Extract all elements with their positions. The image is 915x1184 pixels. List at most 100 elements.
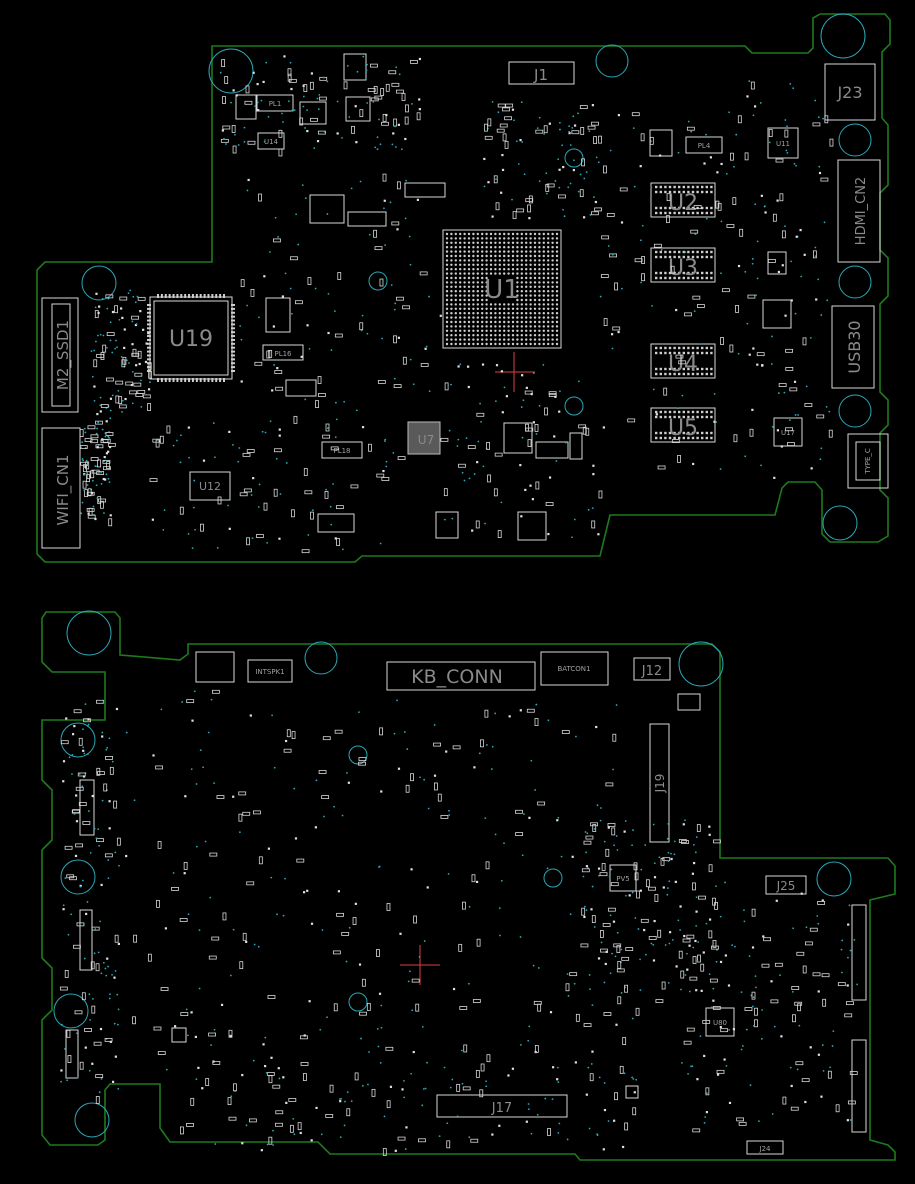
passive-part <box>100 500 104 509</box>
j17-connector[interactable]: J17 <box>436 1094 568 1118</box>
pl1-inductor[interactable]: PL1 <box>256 94 294 112</box>
bga-ball <box>489 254 493 258</box>
u1-chip[interactable]: U1 <box>442 229 562 349</box>
bga-ball <box>542 272 545 275</box>
via <box>198 929 201 932</box>
pad <box>696 351 699 355</box>
pad <box>111 310 115 314</box>
pad <box>481 363 485 366</box>
passive-part <box>238 813 243 822</box>
passive-part <box>789 387 798 392</box>
bga-ball <box>555 325 559 328</box>
usb-label: USB30 <box>845 320 864 373</box>
u19-chip[interactable]: U19 <box>147 294 235 382</box>
j23-label: J23 <box>836 83 862 102</box>
via <box>359 180 362 183</box>
j19-connector[interactable]: J19 <box>649 723 670 843</box>
u5-chip[interactable]: U5 <box>650 407 716 443</box>
batcon-connector[interactable]: BATCON1 <box>540 651 609 686</box>
via <box>571 536 573 539</box>
via <box>713 392 716 395</box>
via <box>272 1144 274 1146</box>
pad <box>678 415 681 419</box>
pad <box>306 129 309 133</box>
via <box>792 87 795 90</box>
typec-connector[interactable]: TYPE_C <box>847 433 889 489</box>
via <box>199 749 202 752</box>
pl4-inductor[interactable]: PL4 <box>685 136 723 154</box>
kb-conn-connector[interactable]: KB_CONN <box>386 661 536 691</box>
pad <box>668 255 672 259</box>
usb30-connector[interactable]: USB30 <box>831 305 875 389</box>
pl18-inductor[interactable]: PL18 <box>321 441 363 459</box>
via <box>582 875 585 878</box>
j1-connector[interactable]: J1 <box>508 61 575 85</box>
bga-ball <box>503 325 506 328</box>
via <box>361 1084 364 1087</box>
pl16-inductor[interactable]: PL16 <box>262 344 304 361</box>
bga-ball <box>533 298 537 302</box>
passive-part <box>548 391 557 396</box>
bga-ball <box>547 272 550 275</box>
u12-chip[interactable]: U12 <box>189 471 231 501</box>
bga-ball <box>494 329 497 332</box>
passive-part <box>129 390 137 395</box>
hdmi-connector[interactable]: HDMI_CN2 <box>837 159 881 263</box>
passive-part <box>713 839 721 844</box>
u3-chip[interactable]: U3 <box>650 247 716 283</box>
via <box>194 528 196 531</box>
j25-label: J25 <box>776 879 796 893</box>
pad <box>705 255 708 259</box>
u7-chip[interactable]: U7 <box>407 421 441 455</box>
pad <box>710 410 713 414</box>
j25-connector[interactable]: J25 <box>765 875 807 895</box>
u11-chip[interactable]: U11 <box>767 127 799 159</box>
bga-ball <box>503 338 506 341</box>
u80-chip[interactable]: U80 <box>705 1007 735 1037</box>
pad <box>818 171 822 175</box>
passive-part <box>657 929 662 938</box>
bga-ball <box>467 329 471 332</box>
pad <box>231 323 235 326</box>
bga-ball <box>454 276 457 280</box>
bga-ball <box>533 342 537 346</box>
pad <box>655 346 658 350</box>
passive-part <box>666 215 670 224</box>
passive-part <box>299 117 304 126</box>
via <box>254 105 257 108</box>
bga-ball <box>463 259 466 262</box>
bga-ball <box>476 272 479 275</box>
pad <box>691 255 695 259</box>
pv5-chip[interactable]: PV5 <box>609 864 637 892</box>
j24-connector[interactable]: J24 <box>746 1140 784 1155</box>
j12-connector[interactable]: J12 <box>633 657 671 681</box>
via <box>538 404 541 407</box>
via <box>609 914 612 917</box>
via <box>271 714 273 717</box>
via <box>314 287 317 290</box>
bga-ball <box>472 276 475 280</box>
u14-chip[interactable]: U14 <box>257 132 285 150</box>
passive-part <box>405 784 410 793</box>
passive-part <box>382 173 387 182</box>
pad <box>705 276 708 280</box>
passive-part <box>405 104 409 113</box>
bga-ball <box>529 342 532 346</box>
pad <box>688 944 691 947</box>
j23-connector[interactable]: J23 <box>824 63 876 121</box>
pad <box>108 800 111 803</box>
wifi-connector[interactable]: WIFI_CN1 <box>41 427 81 549</box>
passive-part <box>84 1028 92 1032</box>
intspk-connector[interactable]: INTSPK1 <box>247 659 293 683</box>
pad <box>82 775 86 778</box>
via <box>165 1068 168 1071</box>
u17-chip[interactable]: U17 <box>773 417 803 447</box>
pad <box>191 719 194 722</box>
bga-ball <box>476 307 479 310</box>
ssd-connector[interactable]: M2_SSD1 <box>41 297 79 413</box>
via <box>100 972 103 975</box>
via <box>536 1113 539 1116</box>
pad <box>673 271 676 275</box>
u2-chip[interactable]: U2 <box>650 182 716 218</box>
u2-label: U2 <box>668 191 698 216</box>
